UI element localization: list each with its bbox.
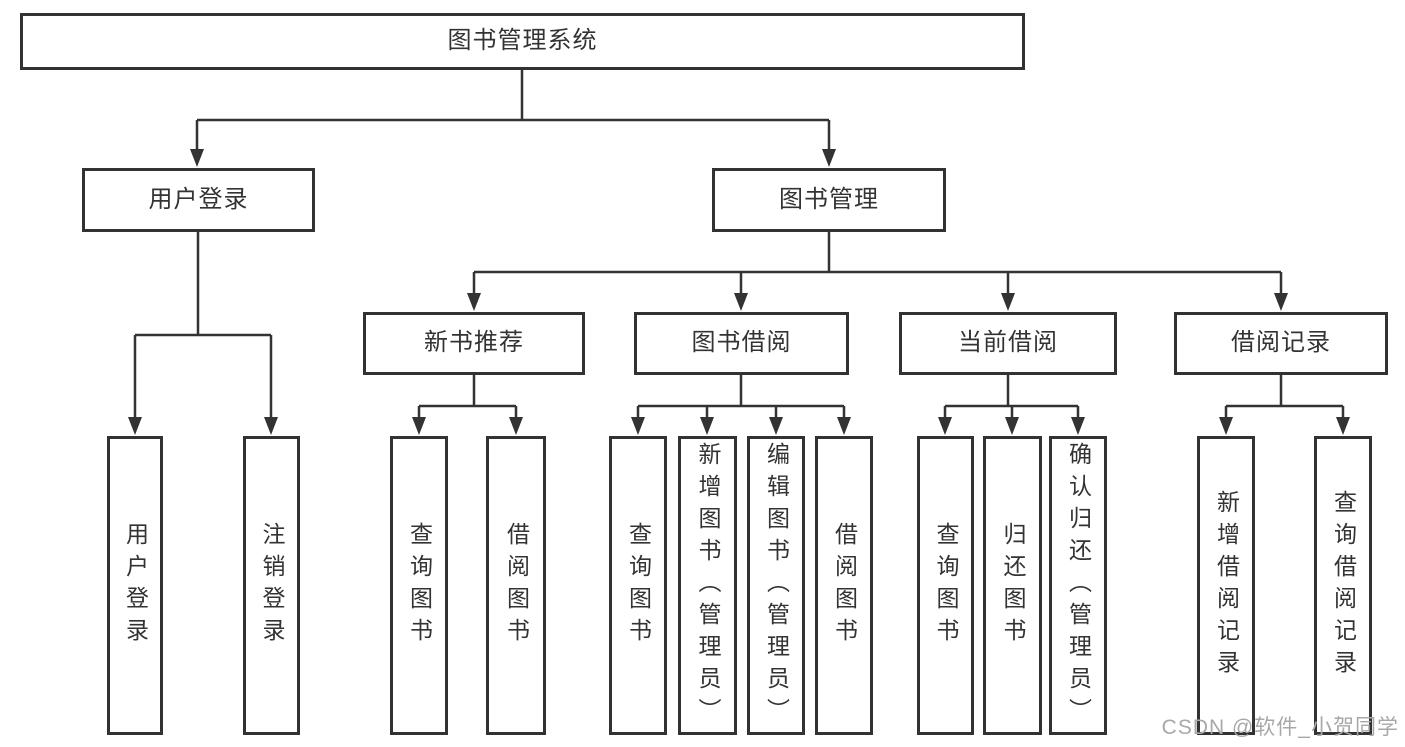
node-add-book-admin: 新增图书（管理员） xyxy=(678,436,737,735)
node-label: 用户登录 xyxy=(122,521,149,650)
node-current-borrowing: 当前借阅 xyxy=(899,312,1117,375)
node-label: 借阅图书 xyxy=(831,521,858,650)
node-user-login: 用户登录 xyxy=(82,168,315,232)
node-label: 确认归还（管理员） xyxy=(1065,441,1092,730)
node-label: 当前借阅 xyxy=(958,329,1058,357)
node-label: 图书管理 xyxy=(779,185,879,213)
node-label: 查询图书 xyxy=(625,521,652,650)
node-borrow-books: 借阅图书 xyxy=(815,436,873,735)
node-label: 新增借阅记录 xyxy=(1213,489,1240,682)
node-confirm-return-admin: 确认归还（管理员） xyxy=(1049,436,1107,735)
node-query-books-current: 查询图书 xyxy=(917,436,974,735)
node-label: 图书借阅 xyxy=(691,329,792,357)
node-borrow-books-recommend: 借阅图书 xyxy=(486,436,546,735)
node-add-borrow-record: 新增借阅记录 xyxy=(1197,436,1255,735)
node-label: 编辑图书（管理员） xyxy=(763,441,790,730)
node-borrowing-records: 借阅记录 xyxy=(1174,312,1388,375)
node-edit-book-admin: 编辑图书（管理员） xyxy=(747,436,805,735)
node-root: 图书管理系统 xyxy=(20,13,1025,70)
node-new-book-recommend: 新书推荐 xyxy=(363,312,585,375)
node-logout: 注销登录 xyxy=(243,436,300,735)
node-label: 注销登录 xyxy=(259,521,285,650)
node-label: 查询借阅记录 xyxy=(1330,489,1357,682)
node-label: 查询图书 xyxy=(933,521,959,650)
node-label: 归还图书 xyxy=(1000,521,1026,650)
arrowheads xyxy=(128,149,1350,435)
node-label: 借阅记录 xyxy=(1231,329,1331,357)
node-book-borrowing: 图书借阅 xyxy=(634,312,849,375)
node-book-management: 图书管理 xyxy=(712,168,946,232)
node-label: 查询图书 xyxy=(406,521,433,650)
node-query-books-borrow: 查询图书 xyxy=(609,436,667,735)
node-user-login-leaf: 用户登录 xyxy=(107,436,163,735)
node-query-books-recommend: 查询图书 xyxy=(390,436,448,735)
node-label: 用户登录 xyxy=(148,185,249,213)
node-query-borrow-record: 查询借阅记录 xyxy=(1314,436,1372,735)
node-label: 图书管理系统 xyxy=(447,27,598,55)
node-label: 借阅图书 xyxy=(503,521,530,650)
node-label: 新书推荐 xyxy=(424,329,524,357)
node-label: 新增图书（管理员） xyxy=(695,441,721,730)
node-return-books: 归还图书 xyxy=(983,436,1042,735)
